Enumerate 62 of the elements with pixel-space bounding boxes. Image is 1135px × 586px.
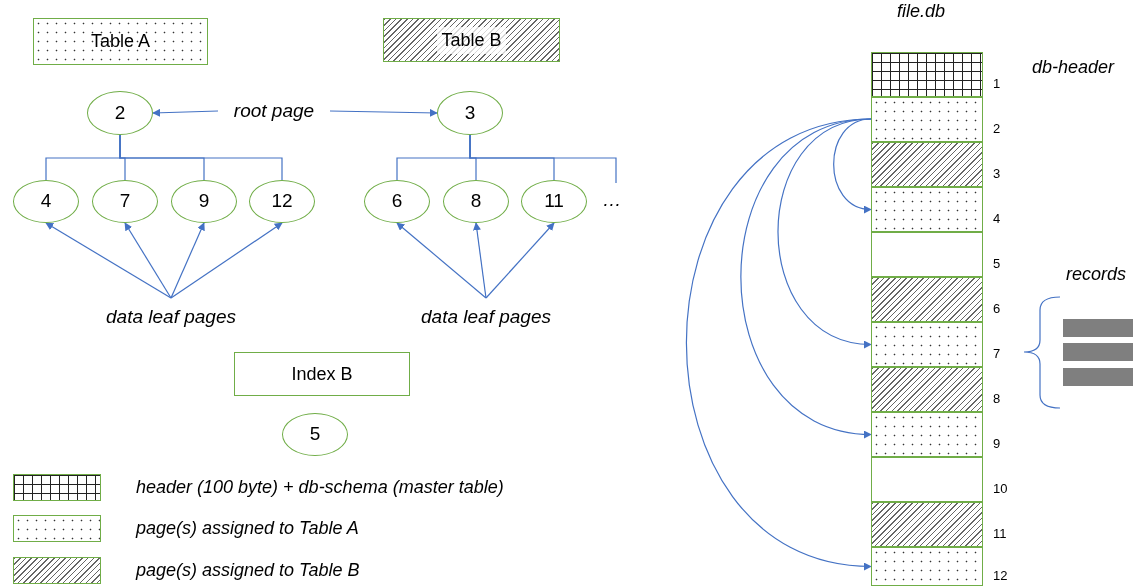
page-cell xyxy=(871,142,983,187)
annotation-text: … xyxy=(600,188,624,212)
legend-text: page(s) assigned to Table B xyxy=(136,559,360,582)
page-cell xyxy=(871,547,983,586)
page-number: 9 xyxy=(993,436,1001,450)
page-number: 1 xyxy=(993,76,1001,90)
annotation-text: data leaf pages xyxy=(411,302,561,332)
page-cell xyxy=(871,232,983,277)
page-ellipse: 7 xyxy=(92,180,158,223)
page-ellipse: 8 xyxy=(443,180,509,223)
page-ellipse: 4 xyxy=(13,180,79,223)
page-ellipse: 2 xyxy=(87,91,153,135)
page-cell xyxy=(871,457,983,502)
page-cell xyxy=(871,412,983,457)
page-number: 4 xyxy=(993,211,1001,225)
page-ellipse: 9 xyxy=(171,180,237,223)
table-box: Table A xyxy=(33,18,208,65)
label-text: db-header xyxy=(1032,58,1115,76)
page-number: 5 xyxy=(993,256,1001,270)
page-cell xyxy=(871,502,983,547)
arrow xyxy=(777,118,872,348)
page-number: 3 xyxy=(993,166,1001,180)
label-text: file.db xyxy=(897,2,946,20)
arrow xyxy=(170,222,283,299)
table-box: Index B xyxy=(234,352,410,396)
arrow xyxy=(685,118,872,570)
annotation-text: data leaf pages xyxy=(96,302,246,332)
arrow xyxy=(396,222,487,299)
page-ellipse: 5 xyxy=(282,413,348,456)
legend-text: page(s) assigned to Table A xyxy=(136,517,359,540)
page-number: 10 xyxy=(993,481,1008,495)
page-cell xyxy=(871,367,983,412)
page-ellipse: 11 xyxy=(521,180,587,223)
page-number: 2 xyxy=(993,121,1001,135)
page-cell xyxy=(871,52,983,97)
page-number: 8 xyxy=(993,391,1001,405)
page-number: 12 xyxy=(993,568,1008,582)
page-number: 7 xyxy=(993,346,1001,360)
page-ellipse: 12 xyxy=(249,180,315,223)
page-cell xyxy=(871,322,983,367)
legend-text: header (100 byte) + db-schema (master table) xyxy=(136,476,504,499)
arrow xyxy=(740,118,872,438)
page-ellipse: 3 xyxy=(437,91,503,135)
page-ellipse: 6 xyxy=(364,180,430,223)
arrow xyxy=(833,118,872,213)
arrow xyxy=(329,108,438,117)
page-cell xyxy=(871,277,983,322)
arrow xyxy=(152,108,219,117)
page-cell xyxy=(871,187,983,232)
arrow xyxy=(170,222,205,299)
table-box: Table B xyxy=(383,18,560,62)
arrow xyxy=(124,222,172,299)
arrow xyxy=(473,222,487,299)
arrow xyxy=(485,222,555,299)
label-text: records xyxy=(1066,265,1127,283)
annotation-text: root page xyxy=(224,98,324,124)
tree-connector xyxy=(469,134,617,184)
page-number: 6 xyxy=(993,301,1001,315)
arrow xyxy=(45,222,172,299)
page-cell xyxy=(871,97,983,142)
page-number: 11 xyxy=(993,526,1007,540)
tree-connector xyxy=(119,134,283,181)
